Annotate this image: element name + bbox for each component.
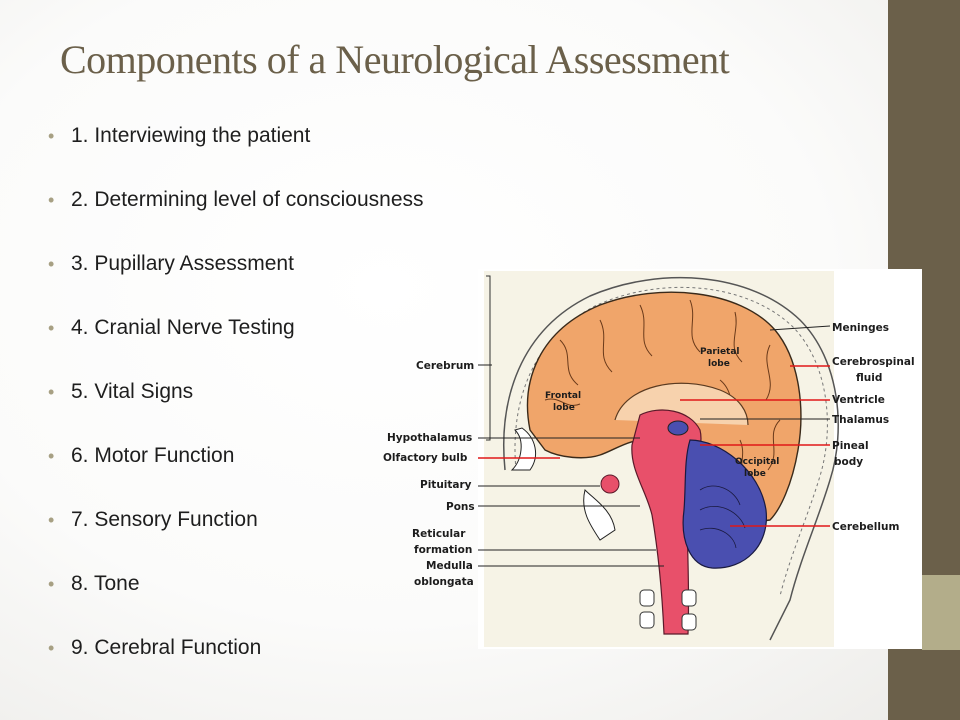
- label-body: body: [834, 456, 863, 468]
- label-pineal: Pineal: [832, 440, 869, 452]
- label-cerebrospinal: Cerebrospinal: [832, 356, 915, 368]
- bullet-text: 1. Interviewing the patient: [71, 124, 311, 147]
- brainstem-shape: [631, 409, 702, 635]
- bullet-item: • 2. Determining level of consciousness: [48, 188, 424, 252]
- bullet-dot-icon: •: [48, 574, 55, 594]
- label-ventricle: Ventricle: [832, 394, 885, 406]
- bullet-dot-icon: •: [48, 638, 55, 658]
- label-olfactory-bulb: Olfactory bulb: [383, 452, 468, 464]
- bullet-item: • 9. Cerebral Function: [48, 636, 424, 700]
- bullet-item: • 8. Tone: [48, 572, 424, 636]
- pituitary-shape: [600, 474, 620, 494]
- bullet-list: • 1. Interviewing the patient • 2. Determi…: [48, 124, 424, 700]
- label-cerebellum: Cerebellum: [832, 521, 899, 533]
- bullet-dot-icon: •: [48, 318, 55, 338]
- bullet-dot-icon: •: [48, 254, 55, 274]
- label-medulla: Medulla: [426, 560, 473, 572]
- bullet-text: 9. Cerebral Function: [71, 636, 262, 659]
- bullet-text: 5. Vital Signs: [71, 380, 194, 403]
- bullet-text: 2. Determining level of consciousness: [71, 188, 424, 211]
- sinus-structure: [583, 489, 616, 541]
- cerebellum-folia: [699, 485, 746, 549]
- bullet-item: • 7. Sensory Function: [48, 508, 424, 572]
- bullet-text: 4. Cranial Nerve Testing: [71, 316, 295, 339]
- label-parietal-lobe: Parietal: [700, 347, 740, 357]
- bullet-dot-icon: •: [48, 510, 55, 530]
- label-frontal-lobe: Frontal: [545, 391, 581, 401]
- bullet-item: • 3. Pupillary Assessment: [48, 252, 424, 316]
- label-occipital-lobe: Occipital: [735, 457, 779, 467]
- right-leader-lines: [700, 325, 831, 420]
- label-cerebrum: Cerebrum: [416, 360, 474, 372]
- vertebra: [639, 589, 655, 607]
- label-pons: Pons: [446, 501, 475, 513]
- bullet-dot-icon: •: [48, 446, 55, 466]
- bullet-text: 8. Tone: [71, 572, 140, 595]
- cerebrum-bracket: [486, 275, 491, 441]
- bullet-item: • 4. Cranial Nerve Testing: [48, 316, 424, 380]
- bullet-dot-icon: •: [48, 126, 55, 146]
- right-red-leader-lines: [680, 365, 830, 527]
- bullet-item: • 6. Motor Function: [48, 444, 424, 508]
- bullet-text: 3. Pupillary Assessment: [71, 252, 294, 275]
- skull-outline: [503, 277, 839, 641]
- label-occipital-lobe-2: lobe: [744, 469, 766, 479]
- cerebellum-shape: [682, 439, 767, 569]
- vertebra: [681, 613, 697, 631]
- bullet-dot-icon: •: [48, 190, 55, 210]
- label-formation: formation: [414, 544, 472, 556]
- ventricle-shape: [667, 420, 689, 436]
- bullet-item: • 1. Interviewing the patient: [48, 124, 424, 188]
- label-frontal-lobe-2: lobe: [553, 403, 575, 413]
- slide-title: Components of a Neurological Assessment: [60, 37, 730, 82]
- vertebra: [639, 611, 655, 629]
- left-leader-lines: [478, 364, 664, 567]
- bullet-text: 6. Motor Function: [71, 444, 235, 467]
- label-meninges: Meninges: [832, 322, 889, 334]
- label-thalamus: Thalamus: [832, 414, 889, 426]
- label-parietal-lobe-2: lobe: [708, 359, 730, 369]
- label-pituitary: Pituitary: [420, 479, 472, 491]
- bullet-text: 7. Sensory Function: [71, 508, 258, 531]
- label-hypothalamus: Hypothalamus: [387, 432, 472, 444]
- label-fluid: fluid: [856, 372, 882, 384]
- bullet-item: • 5. Vital Signs: [48, 380, 424, 444]
- label-reticular: Reticular: [412, 528, 466, 540]
- label-oblongata: oblongata: [414, 576, 474, 588]
- vertebra: [681, 589, 697, 607]
- side-accent-decoration: [922, 575, 960, 650]
- bullet-dot-icon: •: [48, 382, 55, 402]
